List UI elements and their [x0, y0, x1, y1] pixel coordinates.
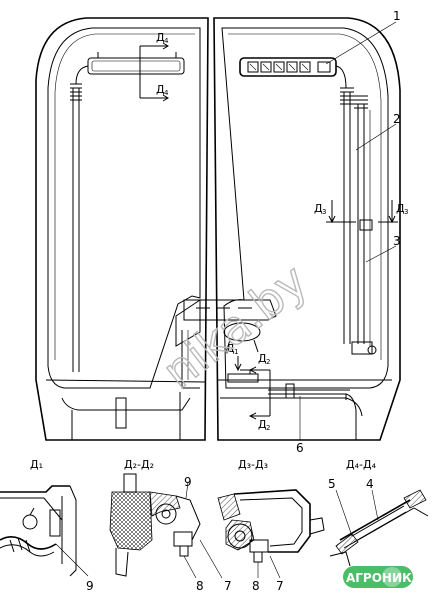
callout-7-d2: 7: [224, 579, 232, 593]
callout-2: 2: [393, 112, 401, 126]
view-title-d2: Д₂-Д₂: [124, 458, 154, 471]
cable-bellows-left: [70, 83, 82, 101]
svg-text:4: 4: [164, 89, 169, 97]
watermark: nika.by: [153, 254, 318, 399]
view-title-d4: Д₄-Д₄: [346, 458, 377, 471]
section-mark-d3-right: Д 3: [396, 202, 408, 216]
svg-text:Д: Д: [314, 202, 323, 215]
ceiling-lamp: [87, 57, 185, 75]
logo-text: АГРОНИКА: [346, 571, 422, 585]
view-d1: [0, 485, 89, 577]
svg-text:Д: Д: [258, 418, 267, 431]
callout-4: 4: [366, 477, 374, 491]
dashboard-light: [183, 299, 277, 353]
svg-text:1: 1: [234, 348, 238, 356]
svg-text:3: 3: [322, 208, 326, 216]
view-d3: [217, 489, 325, 579]
svg-text:Д: Д: [156, 83, 165, 96]
section-mark-d2-top: Д 2: [258, 352, 270, 366]
view-title-d3: Д₃-Д₃: [238, 458, 268, 471]
cable-bellows-right: [340, 87, 368, 109]
callout-6: 6: [296, 441, 304, 455]
agronika-logo: АГРОНИКА: [343, 566, 422, 588]
left-window-frame: [35, 17, 209, 441]
svg-text:Д: Д: [258, 352, 267, 365]
svg-text:2: 2: [266, 358, 270, 366]
callout-9-d2: 9: [184, 475, 192, 489]
leader-lines: [299, 21, 397, 440]
callout-9-left: 9: [86, 579, 94, 593]
callout-8-d3: 8: [252, 579, 260, 593]
callout-8-d2: 8: [196, 579, 204, 593]
view-title-d1: Д₁: [30, 458, 43, 471]
svg-text:4: 4: [164, 37, 169, 45]
view-d2: [109, 473, 223, 579]
svg-text:Д: Д: [396, 202, 405, 215]
callout-1: 1: [393, 9, 401, 23]
svg-text:2: 2: [266, 424, 270, 432]
svg-text:Д: Д: [156, 31, 165, 44]
view-d4: [329, 489, 429, 567]
right-window-frame: [213, 17, 401, 441]
section-mark-d2-bottom: Д 2: [258, 418, 270, 432]
callout-5: 5: [328, 477, 336, 491]
section-mark-d3-left: Д 3: [314, 202, 326, 216]
section-mark-d1: Д 1: [226, 342, 238, 356]
callout-3: 3: [393, 234, 401, 248]
section-mark-d4-top: Д 4: [156, 31, 169, 45]
callout-7-d3: 7: [276, 579, 284, 593]
svg-text:Д: Д: [226, 342, 235, 355]
switch-panel: [239, 57, 337, 77]
svg-text:3: 3: [404, 208, 408, 216]
section-mark-d4-bottom: Д 4: [156, 83, 169, 97]
